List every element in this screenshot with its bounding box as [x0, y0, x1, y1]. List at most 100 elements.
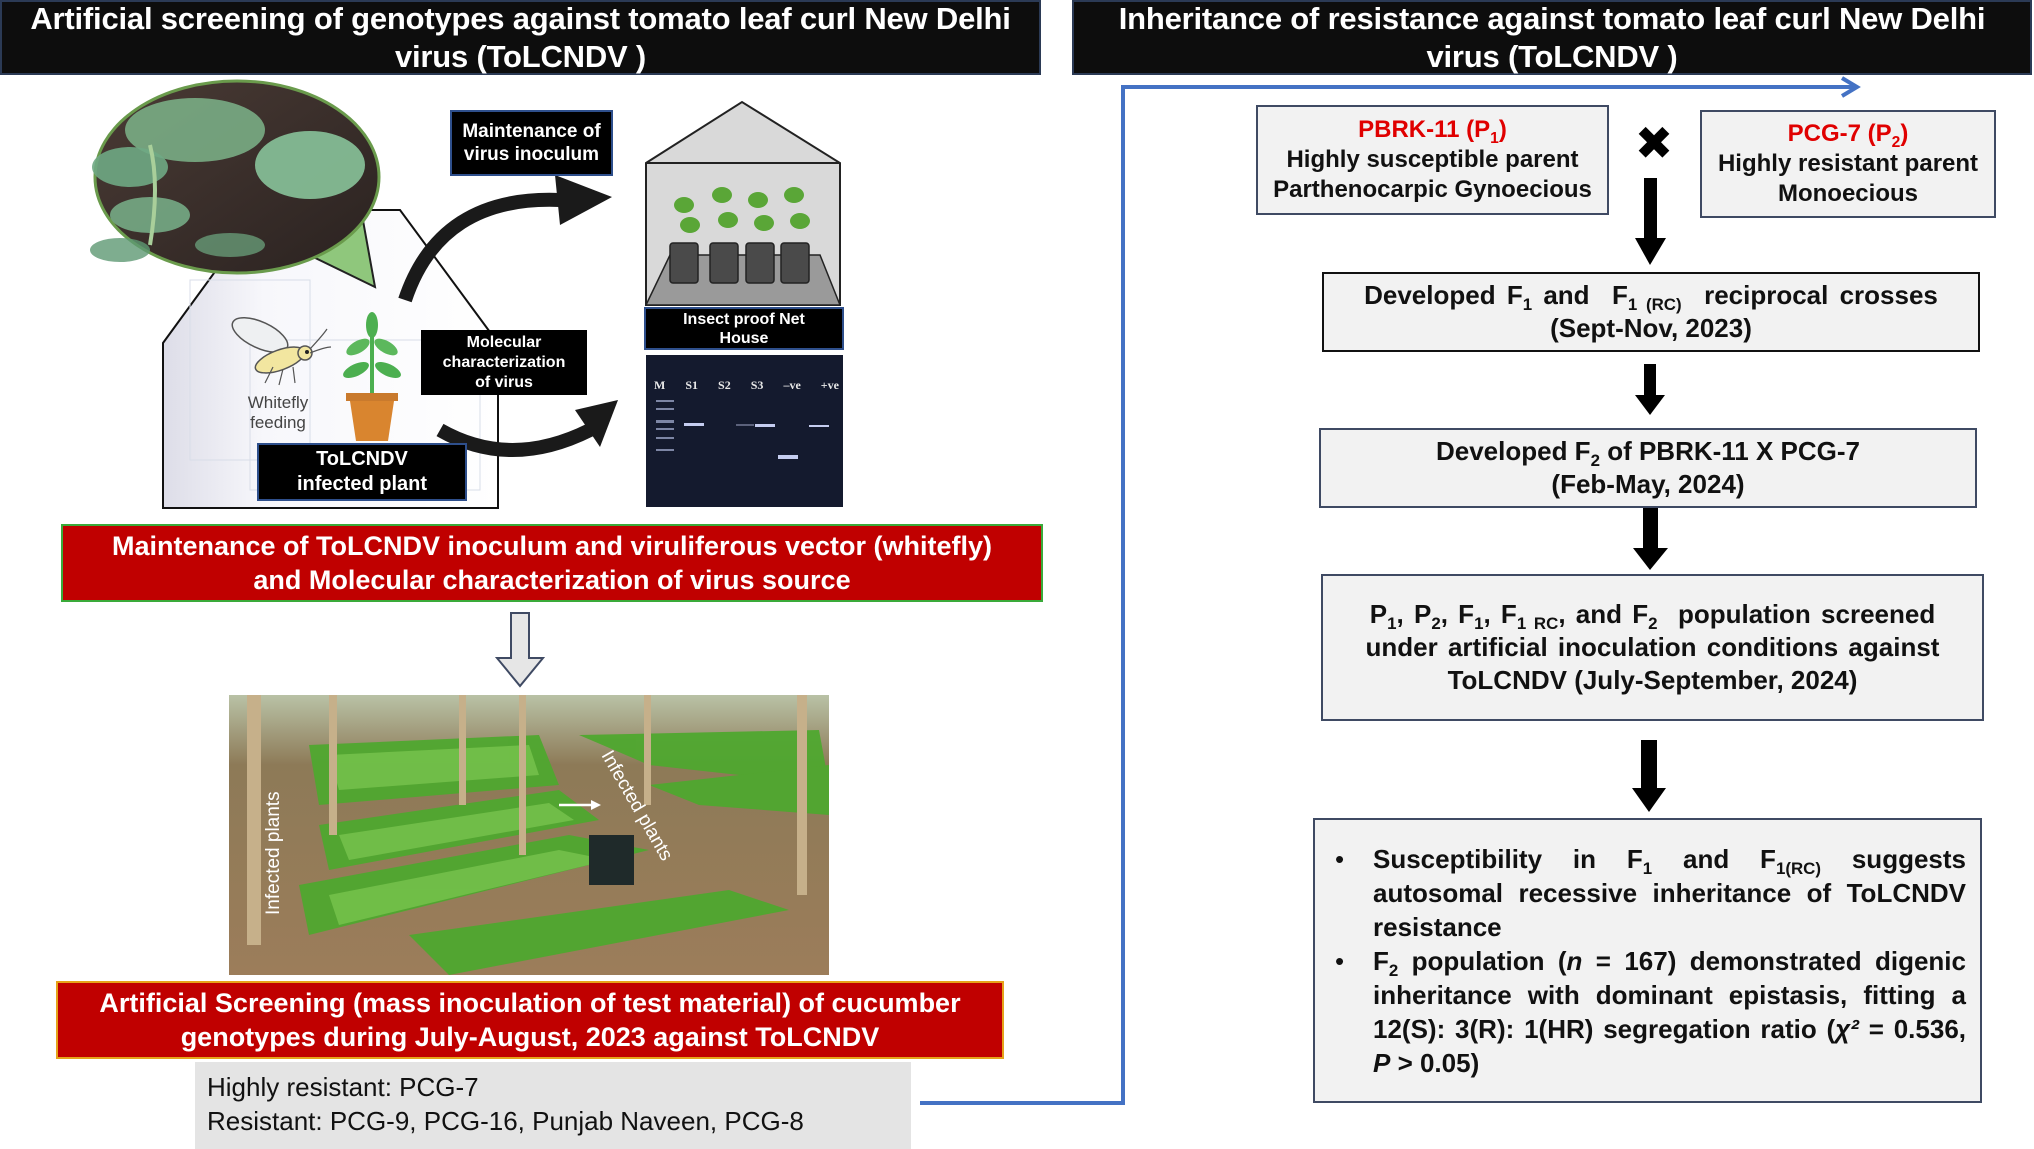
gel-lane-labels: M S1 S2 S3 –ve +ve: [654, 378, 839, 398]
text: 2: [1891, 133, 1901, 151]
gel-lane: S2: [718, 378, 731, 392]
text: of PBRK-11 X PCG-7: [1599, 436, 1861, 466]
text: > 0.05): [1390, 1047, 1480, 1078]
infected-leaf-photo: [90, 79, 381, 275]
text: 1: [1522, 295, 1533, 315]
text: 1: [1387, 614, 1397, 634]
arrowhead-down-icon: [1633, 548, 1668, 570]
step2-line1: Developed F2 of PBRK-11 X PCG-7: [1435, 435, 1861, 471]
label-text: virus inoculum: [463, 144, 600, 165]
potted-plant-icon: [343, 312, 401, 441]
conclusion-text-2: F2 population (n = 167) demonstrated dig…: [1373, 944, 1966, 1080]
parent1-type: Parthenocarpic Gynoecious: [1273, 176, 1592, 203]
conclusion-bullet-2: • F2 population (n = 167) demonstrated d…: [1335, 944, 1966, 1080]
text: F: [1373, 945, 1389, 976]
hollow-down-arrow: [495, 612, 545, 688]
text: 1 (RC): [1627, 295, 1682, 315]
step3-line2: under artificial inoculation conditions …: [1365, 632, 1940, 662]
conclusion-text-1: Susceptibility in F1 and F1(RC) suggests…: [1373, 842, 1966, 944]
arrow-shaft: [1644, 364, 1656, 397]
step3-line3: ToLCNDV (July-September, 2024): [1447, 665, 1858, 695]
banner-artificial-screening: Artificial Screening (mass inoculation o…: [56, 981, 1004, 1059]
text: , P: [1396, 599, 1432, 629]
text: and F: [1532, 280, 1628, 310]
gel-lane: M: [654, 378, 666, 392]
text: = 167) demonstrated digenic inheritance …: [1373, 945, 1966, 1044]
arrow-shaft: [1641, 740, 1657, 790]
text: and F: [1652, 843, 1776, 874]
banner-line: Artificial Screening (mass inoculation o…: [99, 988, 961, 1018]
left-panel-header: Artificial screening of genotypes agains…: [0, 0, 1041, 75]
parent1-name: PBRK-11 (P1): [1358, 115, 1507, 147]
conclusion-bullet-1: • Susceptibility in F1 and F1(RC) sugges…: [1335, 842, 1966, 944]
text: , F: [1440, 599, 1475, 629]
left-header-line1: Artificial screening of genotypes agains…: [30, 0, 1011, 36]
left-header-line2: virus (ToLCNDV ): [394, 38, 647, 74]
text: Susceptibility in F: [1373, 843, 1643, 874]
banner-line: genotypes during July-August, 2023 again…: [180, 1022, 880, 1052]
parent2-type: Monoecious: [1777, 180, 1918, 207]
text: 2: [1590, 451, 1600, 471]
step-f1-crosses: Developed F1 and F1 (RC) reciprocal cros…: [1322, 272, 1980, 352]
text: Developed F: [1435, 436, 1591, 466]
arrow-shaft: [1644, 178, 1657, 240]
text: population screened: [1657, 599, 1936, 629]
step1-line1: Developed F1 and F1 (RC) reciprocal cros…: [1364, 279, 1938, 315]
text: suggests autosomal recessive inheritance…: [1373, 843, 1966, 942]
arrowhead-down-icon: [1635, 395, 1665, 415]
whitefly-label-1: Whitefly: [248, 393, 309, 412]
step1-date: (Sept-Nov, 2023): [1550, 313, 1752, 343]
parent2-box: PCG-7 (P2) Highly resistant parent Monoe…: [1700, 110, 1996, 218]
parent2-trait: Highly resistant parent: [1717, 150, 1979, 177]
text: 1 RC: [1516, 614, 1559, 634]
text: , and F: [1558, 599, 1649, 629]
text: , F: [1483, 599, 1517, 629]
text: χ²: [1835, 1013, 1859, 1044]
text: PBRK-11 (P: [1358, 116, 1491, 143]
text: Developed F: [1364, 280, 1523, 310]
text: 2: [1648, 614, 1658, 634]
text: population (: [1398, 945, 1567, 976]
screening-results-box: Highly resistant: PCG-7 Resistant: PCG-9…: [195, 1062, 911, 1149]
arrowhead-gel: [575, 400, 618, 447]
label-text: Insect proof Net: [683, 310, 805, 328]
right-header-line2: virus (ToLCNDV ): [1426, 38, 1678, 74]
step2-date: (Feb-May, 2024): [1551, 469, 1745, 499]
whitefly-label-2: feeding: [250, 413, 306, 432]
virus-maintenance-illustration: Whitefly feeding: [90, 79, 843, 509]
text: P: [1369, 599, 1388, 629]
result-resistant: Resistant: PCG-9, PCG-16, Punjab Naveen,…: [207, 1106, 804, 1136]
gel-lane: S1: [685, 378, 699, 392]
banner-maintenance: Maintenance of ToLCNDV inoculum and viru…: [61, 524, 1043, 602]
label-text: House: [719, 329, 769, 347]
curved-arrow-to-gel: [436, 423, 594, 457]
text: 1: [1642, 858, 1653, 878]
banner-line: Maintenance of ToLCNDV inoculum and viru…: [111, 531, 993, 561]
parent2-name: PCG-7 (P2): [1787, 119, 1909, 151]
text: reciprocal crosses: [1681, 280, 1938, 310]
text: = 0.536,: [1858, 1013, 1967, 1044]
parent1-box: PBRK-11 (P1) Highly susceptible parent P…: [1256, 105, 1609, 215]
bullet-icon: •: [1335, 945, 1345, 976]
right-header-line1: Inheritance of resistance against tomato…: [1118, 0, 1986, 36]
bullet-icon: •: [1335, 843, 1345, 874]
text: n: [1566, 945, 1583, 976]
label-text: of virus: [475, 373, 533, 391]
conclusion-box: • Susceptibility in F1 and F1(RC) sugges…: [1313, 818, 1982, 1103]
label-text: Molecular: [466, 333, 542, 351]
arrowhead-nethouse: [555, 175, 612, 225]
label-text: ToLCNDV: [316, 448, 408, 470]
arrow-shaft: [1643, 508, 1658, 550]
banner-line: and Molecular characterization of virus …: [253, 565, 851, 595]
curved-arrow-to-nethouse: [398, 192, 561, 303]
text: PCG-7 (P: [1787, 120, 1892, 147]
right-panel-header: Inheritance of resistance against tomato…: [1072, 0, 2032, 75]
arrowhead-down-icon: [1632, 788, 1666, 812]
text: 1: [1490, 129, 1499, 147]
text: 1: [1474, 614, 1484, 634]
text: ): [1498, 116, 1507, 143]
cross-icon: ✖: [1634, 117, 1674, 169]
